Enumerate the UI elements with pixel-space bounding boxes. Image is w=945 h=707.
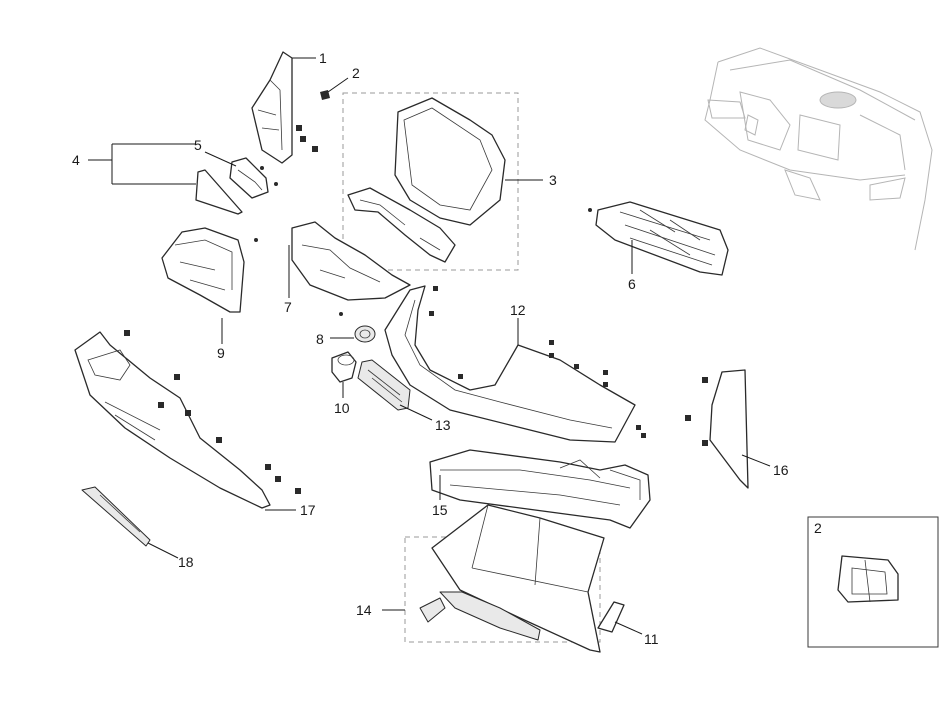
part-2-clip	[320, 90, 330, 100]
callout-13: 13	[435, 417, 451, 433]
callout-8: 8	[316, 331, 324, 347]
part-10-knob	[331, 351, 357, 383]
part-17-lower-dash-trim	[74, 330, 301, 509]
inset-detail-box	[807, 516, 939, 648]
part-11-damper	[597, 601, 625, 633]
part-3-instrument-cluster-surround	[347, 97, 506, 263]
callout-7: 7	[284, 299, 292, 315]
part-9-left-vent-housing	[161, 227, 258, 313]
dashboard-location-ghost	[704, 47, 933, 251]
callout-18: 18	[178, 554, 194, 570]
part-18-trim-strip	[81, 486, 151, 547]
part-7-lower-column-cover	[291, 221, 411, 316]
part-15-glovebox-frame	[429, 449, 651, 529]
part-14-glovebox-bin	[419, 504, 605, 653]
group-frame-part-14	[404, 536, 601, 643]
group-frame-part-3	[342, 92, 519, 271]
part-13-switch-panel	[357, 359, 411, 411]
part-8-grommet	[354, 325, 376, 343]
callout-11: 11	[644, 631, 659, 647]
part-6-centre-vent-assembly	[588, 201, 729, 276]
part-4-filler-panel	[195, 169, 243, 215]
callout-10: 10	[334, 400, 350, 416]
callout-17: 17	[300, 502, 316, 518]
callout-1: 1	[319, 50, 327, 66]
callout-2: 2	[352, 65, 360, 81]
callout-4: 4	[72, 152, 80, 168]
callout-labels: 1 2 3 4 5 6 7 8 9 10 11 12 13 14 15 16 1…	[72, 50, 822, 647]
callout-6: 6	[628, 276, 636, 292]
callout-5: 5	[194, 137, 202, 153]
callout-16: 16	[773, 462, 789, 478]
leader-lines	[88, 57, 771, 635]
inset-callout-2: 2	[814, 520, 822, 536]
callout-9: 9	[217, 345, 225, 361]
part-12-console-side-panel	[384, 285, 646, 443]
callout-12: 12	[510, 302, 526, 318]
part-5-bracket	[229, 157, 278, 199]
part-16-right-side-trim	[685, 369, 749, 489]
callout-14: 14	[356, 602, 372, 618]
part-1-side-trim-panel	[251, 51, 318, 164]
callout-3: 3	[549, 172, 557, 188]
callout-15: 15	[432, 502, 448, 518]
